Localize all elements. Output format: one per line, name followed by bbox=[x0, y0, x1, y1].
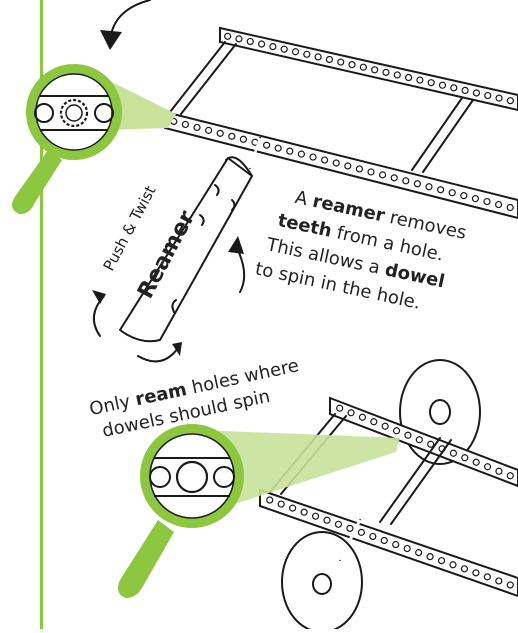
rail-hole bbox=[347, 525, 353, 531]
bottom-chassis-frame bbox=[260, 360, 518, 629]
rail-hole bbox=[371, 419, 377, 425]
curved-arrow-icon bbox=[100, 0, 150, 50]
rail-hole bbox=[349, 62, 355, 68]
magnifier-icon bbox=[12, 64, 122, 214]
rail-hole bbox=[324, 517, 330, 523]
rail-hole bbox=[451, 85, 457, 91]
rail-hole bbox=[225, 33, 231, 39]
rail-hole bbox=[335, 521, 341, 527]
rail-hole bbox=[439, 558, 445, 564]
rail-hole bbox=[394, 72, 400, 78]
rail-hole bbox=[264, 142, 270, 148]
rail-hole bbox=[381, 537, 387, 543]
rail-hole bbox=[275, 145, 281, 151]
rail-hole bbox=[229, 133, 235, 139]
rail-hole bbox=[281, 46, 287, 52]
rail-hole bbox=[290, 505, 296, 511]
rail-hole bbox=[450, 562, 456, 568]
rail-hole bbox=[403, 178, 409, 184]
rail-hole bbox=[360, 64, 366, 70]
rail-hole bbox=[383, 69, 389, 75]
rail-hole bbox=[298, 151, 304, 157]
rail-hole bbox=[247, 38, 253, 44]
rail-hole bbox=[473, 570, 479, 576]
rail-hole bbox=[372, 67, 378, 73]
rail-hole bbox=[496, 578, 502, 584]
rail-hole bbox=[293, 49, 299, 55]
rail-hole bbox=[496, 202, 502, 208]
rail-hole bbox=[507, 98, 513, 104]
rail-hole bbox=[315, 54, 321, 60]
rail-hole bbox=[182, 121, 188, 127]
rail-hole bbox=[416, 437, 422, 443]
rail-hole bbox=[338, 59, 344, 65]
rail-hole bbox=[440, 82, 446, 88]
rail-hole bbox=[217, 130, 223, 136]
rail-hole bbox=[393, 542, 399, 548]
rail-hole bbox=[507, 205, 513, 211]
rail-hole bbox=[206, 127, 212, 133]
rail-hole bbox=[449, 190, 455, 196]
rail-hole bbox=[461, 193, 467, 199]
rail-hole bbox=[194, 124, 200, 130]
rail-hole bbox=[333, 160, 339, 166]
rail-hole bbox=[485, 93, 491, 99]
reamer-explanation: A reamer removes teeth from a hole. This… bbox=[253, 182, 468, 320]
rail-hole bbox=[301, 509, 307, 515]
rail-hole bbox=[473, 459, 479, 465]
rail-hole bbox=[270, 44, 276, 50]
rail-hole bbox=[370, 533, 376, 539]
rail-hole bbox=[485, 464, 491, 470]
rail-hole bbox=[359, 414, 365, 420]
rail-hole bbox=[462, 87, 468, 93]
rail-hole bbox=[507, 473, 513, 479]
rail-hole bbox=[287, 148, 293, 154]
magnifier-icon bbox=[118, 424, 244, 598]
rail-hole bbox=[240, 136, 246, 142]
rail-hole bbox=[450, 450, 456, 456]
rail-hole bbox=[426, 184, 432, 190]
rail-hole bbox=[417, 77, 423, 83]
rail-hole bbox=[473, 90, 479, 96]
rail-hole bbox=[428, 441, 434, 447]
rail-hole bbox=[414, 181, 420, 187]
rail-hole bbox=[404, 546, 410, 552]
rail-hole bbox=[405, 432, 411, 438]
rail-hole bbox=[472, 196, 478, 202]
rail-hole bbox=[313, 513, 319, 519]
rail-hole bbox=[416, 550, 422, 556]
rail-hole bbox=[496, 95, 502, 101]
rail-hole bbox=[348, 410, 354, 416]
rail-hole bbox=[259, 41, 265, 47]
rail-hole bbox=[358, 529, 364, 535]
rail-hole bbox=[507, 582, 513, 588]
rail-hole bbox=[394, 428, 400, 434]
rail-hole bbox=[368, 169, 374, 175]
rail-hole bbox=[304, 51, 310, 57]
rail-hole bbox=[310, 154, 316, 160]
rail-hole bbox=[484, 574, 490, 580]
rail-hole bbox=[345, 163, 351, 169]
rail-hole bbox=[267, 497, 273, 503]
rail-hole bbox=[356, 166, 362, 172]
rail-hole bbox=[427, 554, 433, 560]
rail-hole bbox=[461, 566, 467, 572]
rail-hole bbox=[484, 199, 490, 205]
rail-hole bbox=[391, 175, 397, 181]
rail-hole bbox=[428, 80, 434, 86]
rail-hole bbox=[380, 172, 386, 178]
rail-hole bbox=[278, 501, 284, 507]
rail-hole bbox=[438, 187, 444, 193]
rail-hole bbox=[406, 75, 412, 81]
rail-hole bbox=[326, 56, 332, 62]
rail-hole bbox=[382, 423, 388, 429]
rail-hole bbox=[236, 36, 242, 42]
rail-hole bbox=[337, 405, 343, 411]
rail-hole bbox=[322, 157, 328, 163]
rail-hole bbox=[462, 455, 468, 461]
rail-hole bbox=[496, 468, 502, 474]
